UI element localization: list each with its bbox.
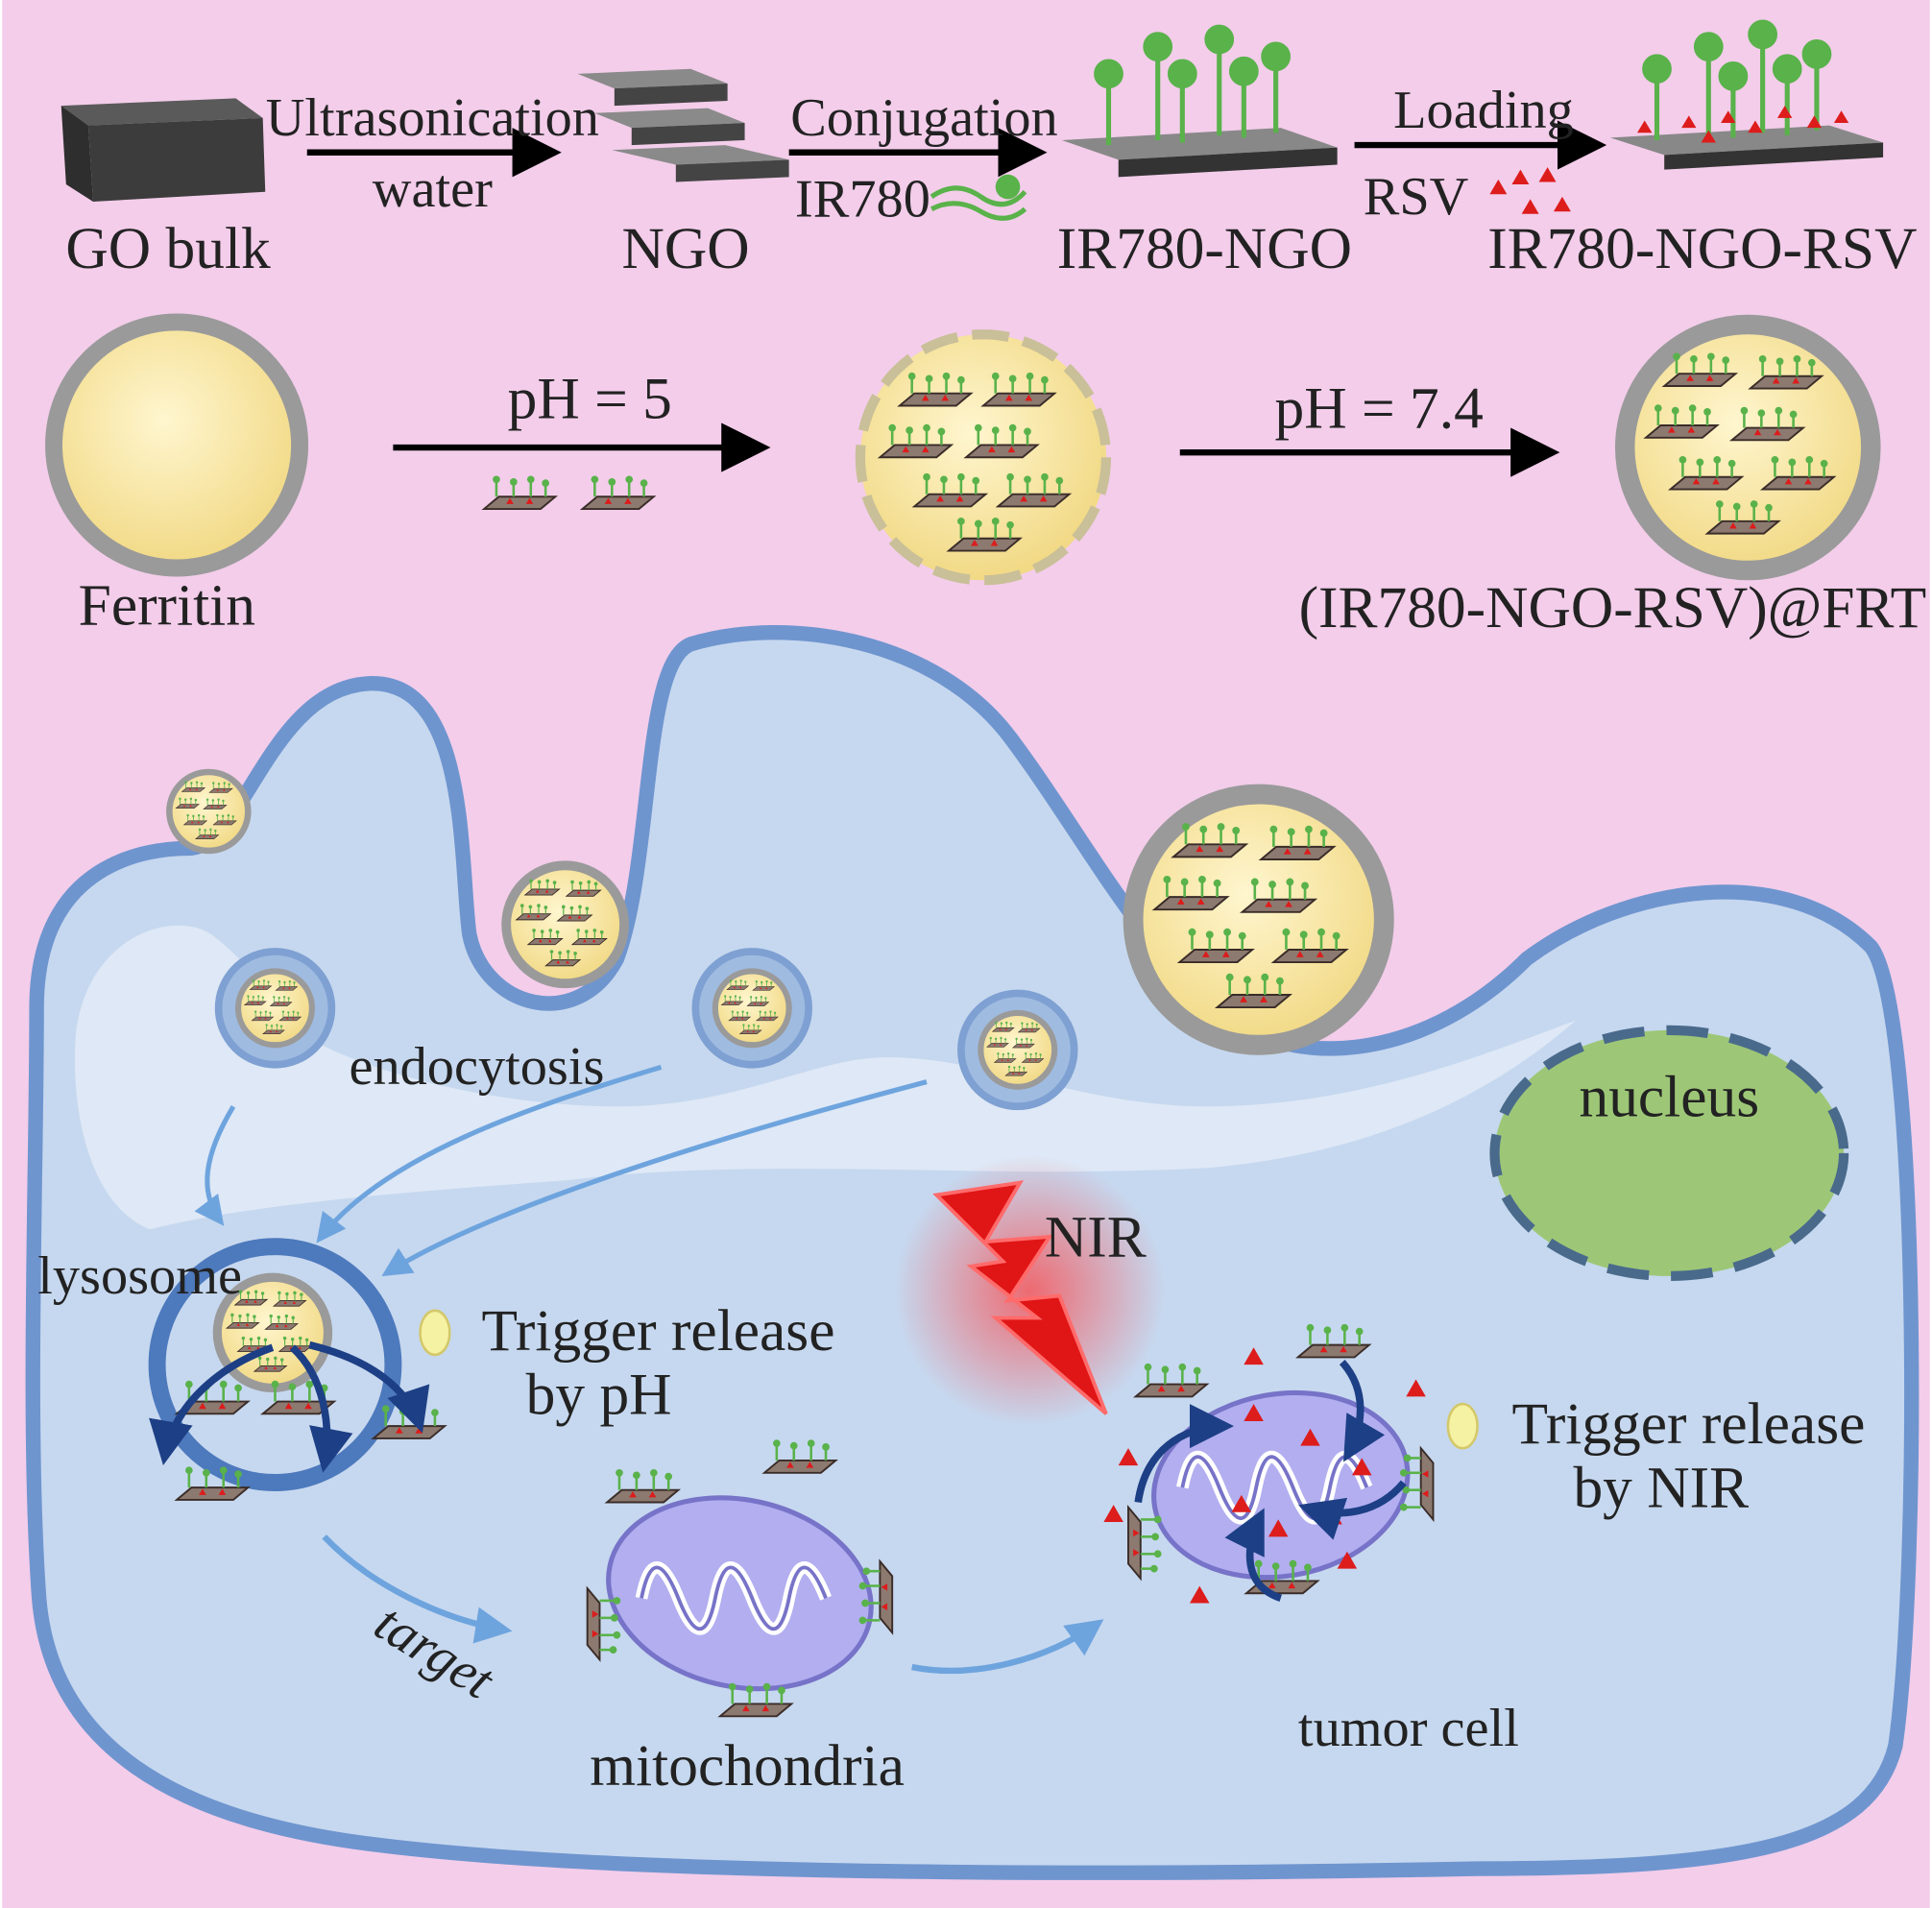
ir780-ngo-sheet [1061,24,1338,178]
ir780-ngo-rsv-sheet [1609,19,1884,170]
nir-lightning-icon [894,1155,1166,1427]
tumor-cell-label: tumor cell [1298,1699,1519,1758]
lysosome-label: lysosome [37,1246,242,1306]
nanoparticle-budding [506,865,624,983]
trigger-nir-line2: by NIR [1573,1456,1749,1521]
go-bulk-block [60,98,266,202]
endocytosis-arrows [194,1064,928,1277]
product-label: (IR780-NGO-RSV)@FRT [1299,575,1927,640]
ir780-reagent-label: IR780 [795,169,930,229]
ferritin-cage [45,313,309,577]
lysosome [148,1238,447,1502]
nanoparticle-outside-large [1133,794,1384,1045]
nucleus-label: nucleus [1579,1064,1759,1129]
ir780-ngo-rsv-label: IR780-NGO-RSV [1487,216,1917,281]
nir-label: NIR [1045,1204,1147,1269]
trigger-ph-line1: Trigger release [482,1298,835,1364]
go-bulk-label: GO bulk [65,216,271,281]
ph74-label: pH = 7.4 [1275,376,1484,442]
ir780-ngo-label: IR780-NGO [1057,216,1352,281]
trigger-nir-line1: Trigger release [1511,1391,1865,1457]
water-label: water [373,159,493,219]
mitochondria-label: mitochondria [590,1733,905,1799]
cell-cytoplasm-light [74,925,1577,1230]
endosome-1 [214,948,336,1069]
ultrasonication-label: Ultrasonication [266,88,599,148]
ir780-molecule-icon [930,174,1027,221]
trigger-ph-line2: by pH [526,1362,672,1427]
ferritin-label: Ferritin [79,572,255,638]
ferritin-fragment-icon-nir [1446,1402,1479,1450]
endosome-2 [691,948,812,1069]
ngo-stack [577,68,789,182]
rsv-reagent-label: RSV [1364,167,1469,227]
nanoparticle-outside-small [169,772,248,851]
nucleus [1489,1025,1849,1282]
ferritin-fragment-icon-ph [419,1309,451,1357]
loading-label: Loading [1393,81,1574,140]
mitochondrion-release [1103,1322,1435,1604]
conjugation-label: Conjugation [790,88,1058,148]
loaded-ferritin-product [1625,325,1871,570]
disassembled-ferritin [855,329,1112,586]
endocytosis-label: endocytosis [349,1037,604,1097]
endosome-3 [957,989,1078,1111]
target-arrow [322,1534,513,1644]
rsv-drug-icon [1489,167,1571,214]
ph5-label: pH = 5 [508,366,672,431]
ngo-label: NGO [622,216,750,281]
mitochondrion-targeted [586,1437,894,1718]
transit-arrow [911,1619,1104,1675]
